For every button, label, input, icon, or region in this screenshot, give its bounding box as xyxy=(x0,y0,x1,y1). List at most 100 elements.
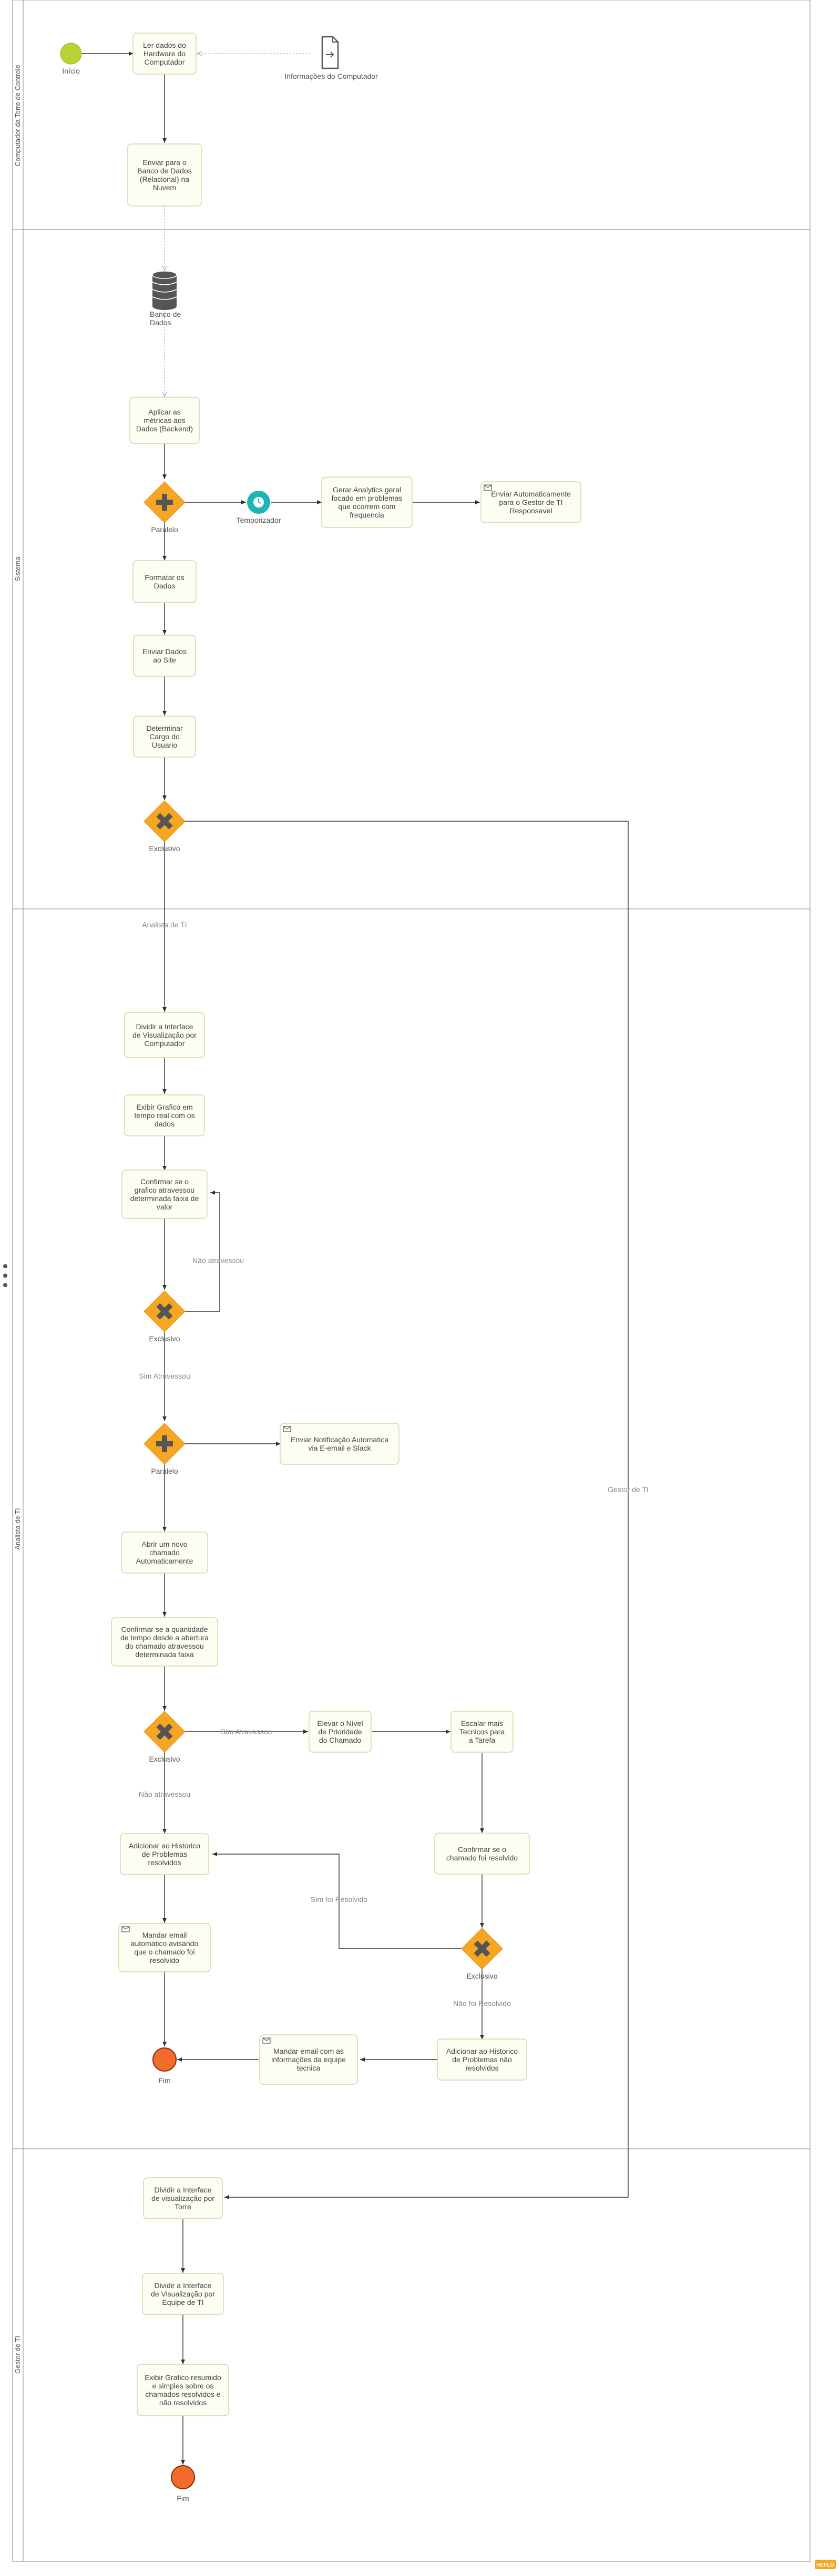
pool-handle-icon[interactable] xyxy=(3,1264,7,1287)
task-label-line: Tecnicos para xyxy=(459,1727,505,1736)
gateway-exclusivo4[interactable]: Exclusivo xyxy=(461,1928,503,1980)
task-label-line: Banco de Dados xyxy=(137,167,192,175)
task-label-line: Determinar xyxy=(146,724,183,732)
task-label-line: do Chamado xyxy=(319,1736,361,1744)
task-label-line: Automaticamente xyxy=(136,1557,193,1565)
task-label-line: para o Gestor de TI xyxy=(499,498,562,506)
task-label-line: a Tarefa xyxy=(469,1736,496,1744)
task-label-line: Dividir a Interface xyxy=(136,1022,193,1031)
lane-computador-label: Computador da Torre de Controle xyxy=(14,65,22,166)
task-label-line: Dividir a Interface xyxy=(155,2186,212,2194)
gateway-exclusivo1[interactable]: Exclusivo xyxy=(144,800,186,853)
task-label-line: Responsavel xyxy=(510,506,552,515)
task-label-line: de tempo desde a abertura xyxy=(120,1633,209,1642)
flow-label-nao-atravessou: Não atravessou xyxy=(192,1256,244,1265)
task-label-line: Cargo do xyxy=(149,732,180,741)
task-label-line: via E-email e Slack xyxy=(308,1444,371,1452)
task-label-line: de Visualização por xyxy=(132,1031,197,1039)
task-label-line: de Prioridade xyxy=(318,1727,362,1736)
sequence-flows xyxy=(80,51,629,2465)
task-label-line: Confirmar se o xyxy=(458,1845,506,1854)
gateway-exclusivo2[interactable]: Exclusivo xyxy=(144,1290,186,1343)
task-label-line: grafico atravessou xyxy=(135,1186,194,1194)
database-icon xyxy=(152,271,177,310)
task-label-line: Enviar Notificação Automatica xyxy=(291,1435,388,1444)
flow-label-nao-atravessou-2: Não atravessou xyxy=(139,1790,190,1798)
task-label-line: Usuario xyxy=(152,741,177,749)
flow-label-sim-resolvido: Sim foi Resolvido xyxy=(311,1895,367,1903)
task-label-line: Exibir Grafico resumido xyxy=(145,2373,221,2382)
gateway-paralelo1[interactable]: Paralelo xyxy=(144,481,186,534)
task-label-line: Computador xyxy=(144,1039,185,1048)
end-event-1[interactable]: Fim xyxy=(152,2047,177,2085)
end-event-2[interactable]: Fim xyxy=(171,2465,195,2502)
task-label-line: Aplicar as xyxy=(148,408,180,416)
task-label-line: tecnica xyxy=(297,2064,321,2072)
task-label-line: de Problemas xyxy=(142,1850,187,1858)
end-event-2-label: Fim xyxy=(177,2494,189,2502)
task-label-line: Dados (Backend) xyxy=(136,425,193,433)
data-object-info-label: Informações do Computador xyxy=(284,72,378,80)
task-label-line: valor xyxy=(157,1203,173,1211)
task-label-line: Ler dados do xyxy=(143,41,186,49)
task-label-line: Formatar os xyxy=(145,573,184,582)
task-label-line: Gerar Analytics geral xyxy=(333,485,401,494)
task-label-line: não resolvidos xyxy=(159,2398,207,2407)
data-store-banco[interactable]: Banco de Dados xyxy=(150,271,181,327)
document-icon xyxy=(321,36,339,69)
lane-sistema-label: Sistema xyxy=(14,556,22,582)
task-label-line: que o chamado foi xyxy=(134,1948,194,1956)
task-label-line: de visualização por xyxy=(151,2194,214,2202)
flow-label-analista: Analista de TI xyxy=(142,920,187,929)
task-label-line: Escalar mais xyxy=(461,1719,503,1727)
task-label-line: dados xyxy=(155,1120,175,1128)
gateway-paralelo2[interactable]: Paralelo xyxy=(144,1423,186,1475)
start-event[interactable]: Início xyxy=(60,43,82,75)
task-label-line: automatico avisando xyxy=(131,1939,199,1948)
end-event-1-label: Fim xyxy=(158,2076,170,2085)
task-label-line: ao Site xyxy=(153,656,176,664)
task-label-line: Nuvem xyxy=(153,183,176,192)
task-label-line: Elevar o Nível xyxy=(317,1719,363,1727)
x-icon xyxy=(156,1303,173,1320)
data-store-label-1: Banco de xyxy=(150,310,181,318)
gateway-label: Paralelo xyxy=(151,1467,178,1475)
timer-event[interactable]: Temporizador xyxy=(237,491,281,524)
envelope-icon xyxy=(484,484,492,491)
task-label-line: Hardware do xyxy=(144,49,186,58)
data-associations xyxy=(165,54,310,397)
gateway-label: Paralelo xyxy=(151,525,178,534)
data-object-info[interactable]: Informações do Computador xyxy=(284,36,378,80)
x-icon xyxy=(156,813,173,830)
lane-analista-label: Analista de TI xyxy=(14,1508,22,1549)
task-label-line: Computador xyxy=(144,58,185,66)
task-label-line: chamado foi resolvido xyxy=(446,1854,518,1862)
gateway-exclusivo3[interactable]: Exclusivo xyxy=(144,1711,186,1763)
data-store-label-2: Dados xyxy=(150,318,171,327)
